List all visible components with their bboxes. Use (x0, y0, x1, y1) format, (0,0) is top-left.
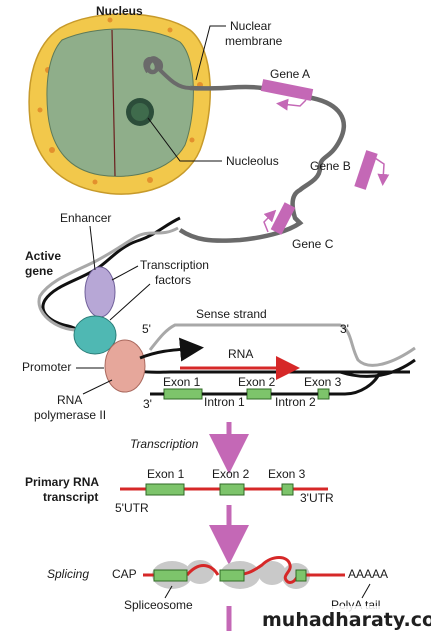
enhancer-shape (84, 266, 116, 318)
gene-c-arrow (263, 209, 277, 233)
primary-exon3-box (281, 483, 294, 496)
nucleolus-leader (147, 117, 222, 162)
three-prime-top-label: 3' (340, 322, 349, 336)
splicing-step-label: Splicing (47, 567, 89, 581)
dna-exon3-box (317, 388, 330, 400)
rna-polymerase-label-line1: RNA (57, 393, 82, 407)
primary-exon1-label: Exon 1 (147, 467, 185, 481)
spliced-exon1-box (153, 569, 188, 582)
five-utr-label: 5'UTR (115, 501, 149, 515)
transcription-factors-label-line1: Transcription (140, 258, 209, 272)
five-prime-top-label: 5' (142, 322, 151, 336)
spliceosome-leader (164, 585, 173, 599)
gene-a-segment (260, 79, 314, 101)
active-gene-label-line2: gene (25, 264, 53, 278)
promoter-label: Promoter (22, 360, 71, 374)
nucleolus-label: Nucleolus (226, 154, 279, 168)
three-utr-label: 3'UTR (300, 491, 334, 505)
primary-rna-label-line1: Primary RNA (25, 475, 99, 489)
watermark: muhadharaty.com (262, 609, 431, 631)
gene-b-arrow (374, 157, 390, 186)
transcription-factors-label-line2: factors (155, 273, 191, 287)
intron2-label: Intron 2 (275, 395, 316, 409)
intron1-label: Intron 1 (204, 395, 245, 409)
gene-b-segment (354, 150, 378, 190)
rna-polymerase-direction-arrow (139, 337, 204, 362)
enhancer-label: Enhancer (60, 211, 111, 225)
rna-label: RNA (228, 347, 253, 361)
gene-c-segment (270, 202, 296, 235)
primary-exon3-label: Exon 3 (268, 467, 306, 481)
spliceosome-label: Spliceosome (124, 598, 193, 612)
rna-polymerase-shape (104, 339, 146, 393)
active-gene-label-line1: Active (25, 249, 61, 263)
transcription-factors-shape (73, 315, 117, 355)
watermark-background (255, 606, 431, 631)
dna-exon1-label: Exon 1 (163, 375, 201, 389)
gene-a-arrow (276, 98, 307, 111)
gene-b-label: Gene B (310, 159, 351, 173)
dna-exon2-label: Exon 2 (238, 375, 276, 389)
rna-polymerase-leader (82, 379, 113, 395)
dna-exon1-box (163, 388, 203, 400)
primary-exon1-box (145, 483, 185, 496)
dna-exon2-box (246, 388, 272, 400)
enhancer-leader (89, 225, 96, 271)
nuclear-membrane-label-line2: membrane (225, 34, 283, 48)
chromatin-strand (178, 84, 346, 243)
dna-exon3-label: Exon 3 (304, 375, 342, 389)
primary-exon2-label: Exon 2 (212, 467, 250, 481)
nucleus-illustration (28, 13, 211, 195)
primary-rna-label-line2: transcript (43, 490, 98, 504)
gene-c-label: Gene C (292, 237, 334, 251)
nucleus-inner (46, 28, 194, 177)
sense-strand-label: Sense strand (196, 307, 267, 321)
gene-a-label: Gene A (270, 67, 310, 81)
transcription-step-label: Transcription (130, 437, 199, 451)
rna-polymerase-label-line2: polymerase II (34, 408, 106, 422)
splicing-rna-strand (143, 556, 345, 584)
primary-exon2-box (219, 483, 245, 496)
three-prime-bottom-label: 3' (143, 397, 152, 411)
poly-a-tail-leader (361, 583, 371, 599)
nuclear-membrane-label-line1: Nuclear (230, 19, 271, 33)
spliced-exon3-box (295, 569, 307, 582)
nuclear-membrane-leader (195, 25, 226, 81)
transcription-factors-leader (109, 265, 151, 321)
spliced-exon2-box (219, 569, 245, 582)
nucleus-label: Nucleus (96, 4, 143, 18)
dna-template-strand (150, 371, 382, 396)
cap-label: CAP (112, 567, 137, 581)
poly-a-label: AAAAA (348, 567, 388, 581)
